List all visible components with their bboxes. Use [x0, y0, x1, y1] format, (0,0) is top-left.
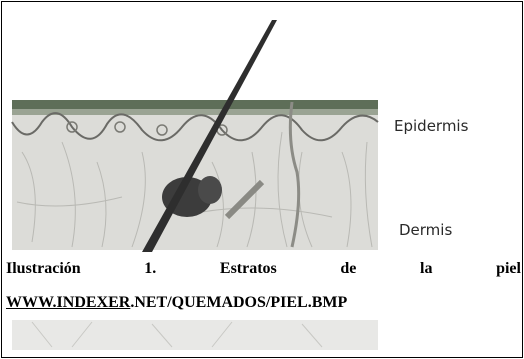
epidermis-layer: [12, 100, 378, 109]
caption-word: la: [420, 260, 432, 278]
caption-word: de: [340, 260, 356, 278]
source-link-path[interactable]: .NET/QUEMADOS/PIEL.BMP: [130, 294, 347, 311]
source-link-domain[interactable]: WWW.INDEXER: [6, 294, 130, 311]
caption-word: piel: [496, 260, 521, 278]
caption-word: Ilustración: [6, 260, 81, 278]
caption-word: 1.: [144, 260, 156, 278]
figure-caption: Ilustración 1. Estratos de la piel: [6, 260, 521, 278]
caption-word: Estratos: [220, 260, 277, 278]
dermis-layer: [12, 100, 378, 250]
epidermis-label: Epidermis: [394, 117, 468, 135]
dermis-label: Dermis: [399, 221, 452, 239]
source-link[interactable]: WWW.INDEXER.NET/QUEMADOS/PIEL.BMP: [6, 294, 347, 312]
